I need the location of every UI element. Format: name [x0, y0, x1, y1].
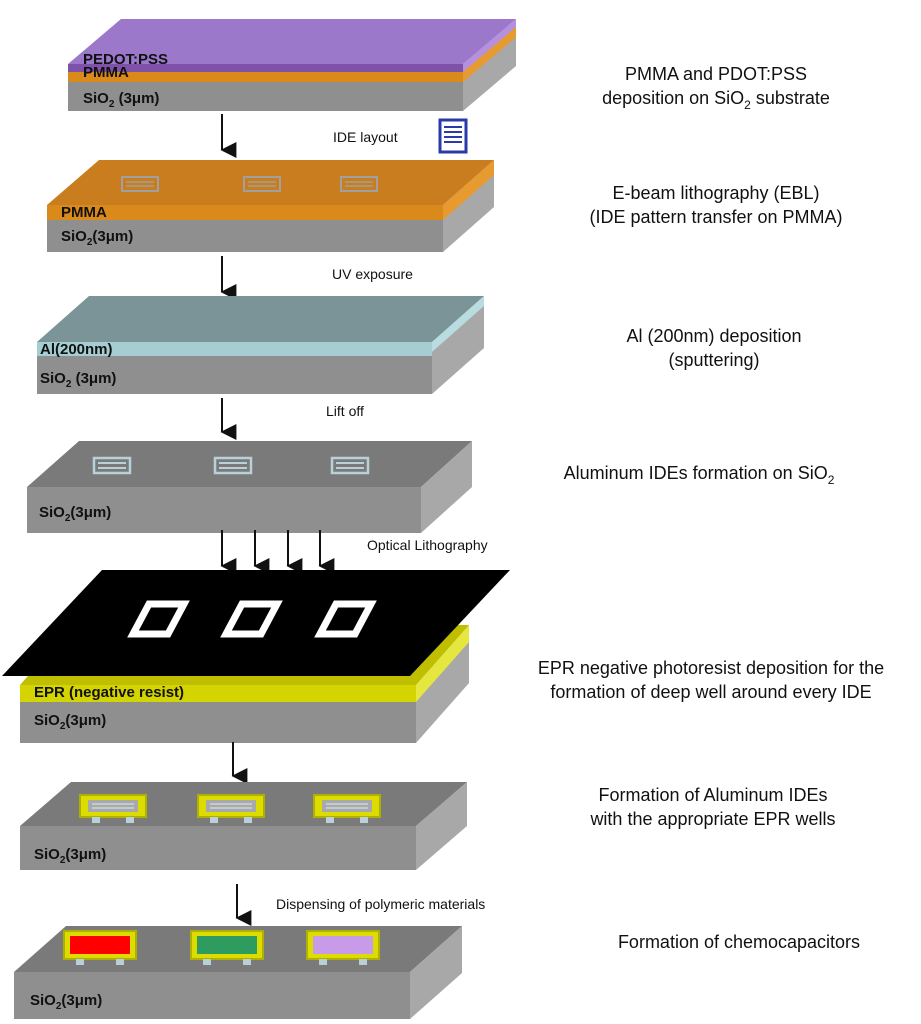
aluminum-ide	[330, 456, 370, 475]
layer-label-sio2: SiO2 (3μm)	[40, 370, 116, 390]
photomask-plate	[2, 570, 510, 676]
pedot-layer-front	[68, 64, 463, 72]
pmma-layer-front	[47, 205, 443, 220]
epr-layer-front	[20, 685, 416, 702]
step-4-top-face	[27, 441, 472, 487]
sio2-layer-front	[27, 487, 421, 533]
step-2-description-line-1: E-beam lithography (EBL)	[612, 183, 819, 203]
arrow-note-dispensing: Dispensing of polymeric materials	[276, 896, 485, 912]
chemocapacitor	[63, 930, 137, 965]
epr-well	[79, 794, 147, 823]
sio2-layer-front	[68, 82, 463, 111]
step-6-description-line-2: with the appropriate EPR wells	[589, 809, 835, 829]
ide-pattern	[121, 176, 159, 192]
ide-pattern	[340, 176, 378, 192]
sio2-layer-front	[20, 826, 416, 870]
step-6-side	[416, 782, 467, 870]
sio2-layer-front	[47, 220, 443, 252]
step-4-side	[421, 441, 472, 533]
polymer-fill-green	[197, 936, 257, 954]
layer-label-epr: EPR (negative resist)	[34, 684, 184, 701]
layer-label-sio2: SiO2(3μm)	[39, 504, 111, 524]
epr-well	[313, 794, 381, 823]
pmma-layer-front	[68, 72, 463, 82]
step-1-stack: PEDOT:PSS PMMA SiO2 (3μm)	[68, 19, 516, 111]
step-5-description-line-1: EPR negative photoresist deposition for …	[538, 658, 884, 678]
step-5-description-line-2: formation of deep well around every IDE	[550, 682, 871, 702]
step-7-description: Formation of chemocapacitors	[618, 932, 860, 952]
arrow-note-lift-off: Lift off	[326, 403, 364, 419]
layer-label-pmma: PMMA	[83, 64, 129, 81]
step-3-description-line-2: (sputtering)	[668, 350, 759, 370]
step-1-description-line-1: PMMA and PDOT:PSS	[625, 64, 807, 84]
ide-pattern	[243, 176, 281, 192]
layer-label-pedot: PEDOT:PSS	[83, 51, 168, 68]
step-3-description-line-1: Al (200nm) deposition	[626, 326, 801, 346]
photomask	[2, 570, 510, 676]
layer-label-pmma: PMMA	[61, 204, 107, 221]
step-3-stack: Al(200nm) SiO2 (3μm)	[37, 296, 484, 394]
arrow-note-uv-exposure: UV exposure	[332, 266, 413, 282]
step-2-description-line-2: (IDE pattern transfer on PMMA)	[589, 207, 842, 227]
polymer-fill-lavender	[313, 936, 373, 954]
mask-window	[220, 600, 283, 638]
arrow-note-optical-lithography: Optical Lithography	[367, 537, 488, 553]
step-4-description: Aluminum IDEs formation on SiO2	[564, 463, 835, 487]
sio2-layer-front	[37, 356, 432, 394]
arrow-note-ide-layout: IDE layout	[333, 129, 398, 145]
layer-label-al: Al(200nm)	[40, 341, 113, 358]
step-6-description-line-1: Formation of Aluminum IDEs	[598, 785, 827, 805]
mask-window	[314, 600, 377, 638]
polymer-fill-red	[70, 936, 130, 954]
epr-well	[197, 794, 265, 823]
step-3-side	[432, 296, 484, 394]
step-1-description-line-2: deposition on SiO2 substrate	[602, 88, 830, 112]
step-7-side	[410, 926, 462, 1019]
sio2-layer-front	[14, 972, 410, 1019]
layer-label-sio2: SiO2(3μm)	[61, 228, 133, 248]
layer-label-sio2: SiO2(3μm)	[34, 846, 106, 866]
step-2-stack: PMMA SiO2(3μm)	[47, 160, 494, 252]
aluminum-ide	[92, 456, 132, 475]
step-3-top-face	[37, 296, 484, 342]
chemocapacitor	[190, 930, 264, 965]
mask-window	[127, 600, 190, 638]
step-4-stack: SiO2(3μm)	[27, 441, 472, 533]
layer-label-sio2: SiO2 (3μm)	[83, 90, 159, 110]
ide-layout-icon	[438, 118, 468, 154]
chemocapacitor	[306, 930, 380, 965]
aluminum-ide	[213, 456, 253, 475]
layer-label-sio2: SiO2(3μm)	[30, 992, 102, 1012]
sio2-layer-front	[20, 702, 416, 743]
layer-label-sio2: SiO2(3μm)	[34, 712, 106, 732]
step-1-top-face	[68, 19, 516, 64]
step-7-stack: SiO2(3μm)	[14, 926, 462, 1019]
al-layer-front	[37, 342, 432, 356]
step-6-stack: SiO2(3μm)	[20, 782, 467, 870]
